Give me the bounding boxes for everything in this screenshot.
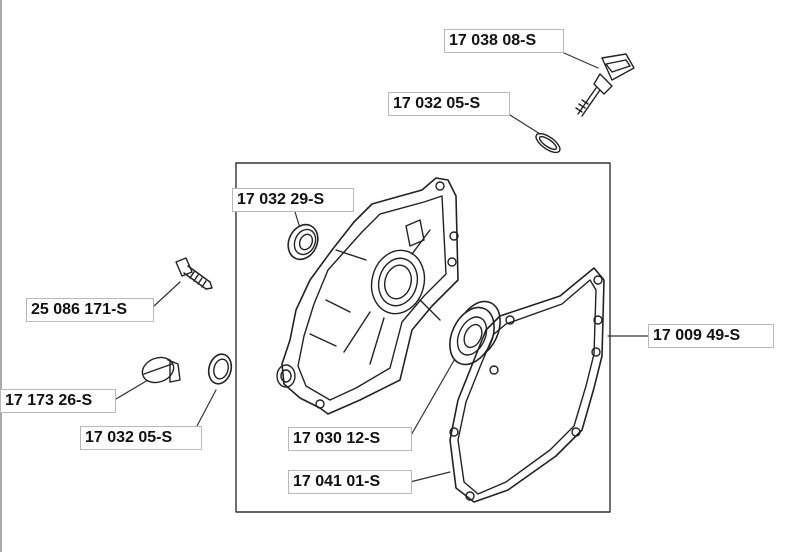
leader-lines bbox=[115, 52, 649, 483]
part-label-17-041-01-s[interactable]: 17 041 01-S bbox=[288, 470, 412, 494]
o-ring-top bbox=[535, 132, 561, 154]
part-label-17-173-26-s[interactable]: 17 173 26-S bbox=[0, 389, 116, 413]
oil-seal-part bbox=[287, 223, 319, 261]
assembly-frame bbox=[235, 162, 611, 513]
bolt-part bbox=[175, 257, 213, 290]
bearing-part bbox=[449, 300, 501, 366]
part-label-17-032-05-s-bottom[interactable]: 17 032 05-S bbox=[80, 426, 202, 450]
part-label-17-032-05-s-top[interactable]: 17 032 05-S bbox=[388, 92, 510, 116]
part-label-17-009-49-s[interactable]: 17 009 49-S bbox=[648, 324, 774, 348]
part-label-17-038-08-s[interactable]: 17 038 08-S bbox=[444, 29, 564, 53]
part-label-17-030-12-s[interactable]: 17 030 12-S bbox=[288, 427, 412, 451]
part-label-17-032-29-s[interactable]: 17 032 29-S bbox=[232, 188, 354, 212]
drain-plug-part bbox=[141, 356, 181, 384]
dipstick-part bbox=[575, 53, 635, 117]
o-ring-bottom bbox=[207, 353, 233, 385]
gasket-part bbox=[449, 267, 605, 503]
part-label-25-086-171-s[interactable]: 25 086 171-S bbox=[26, 298, 154, 322]
crankcase-cover-part bbox=[276, 177, 459, 415]
